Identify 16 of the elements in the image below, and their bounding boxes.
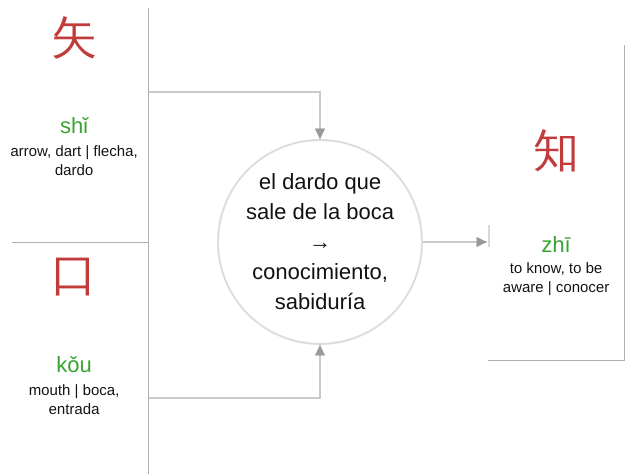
pinyin-text: kǒu: [56, 353, 92, 377]
meaning-text: to know, to be aware | conocer: [502, 259, 610, 297]
chinese-character: 口: [51, 249, 97, 299]
word-panel: [12, 242, 149, 474]
arrow: [149, 345, 326, 399]
circle-text: el dardo que sale de la boca → conocimiento, sabiduría: [245, 168, 395, 316]
chinese-character: 矢: [51, 12, 97, 62]
word-panel: [488, 45, 625, 361]
meaning-circle: [217, 139, 423, 345]
meaning-text: mouth | boca, entrada: [28, 381, 120, 419]
meaning-text: arrow, dart | flecha, dardo: [9, 142, 139, 180]
arrow: [149, 91, 326, 139]
arrow: [423, 236, 487, 248]
pinyin-text: shǐ: [60, 114, 88, 138]
chinese-character: 知: [533, 125, 579, 175]
pinyin-text: zhī: [541, 233, 571, 257]
